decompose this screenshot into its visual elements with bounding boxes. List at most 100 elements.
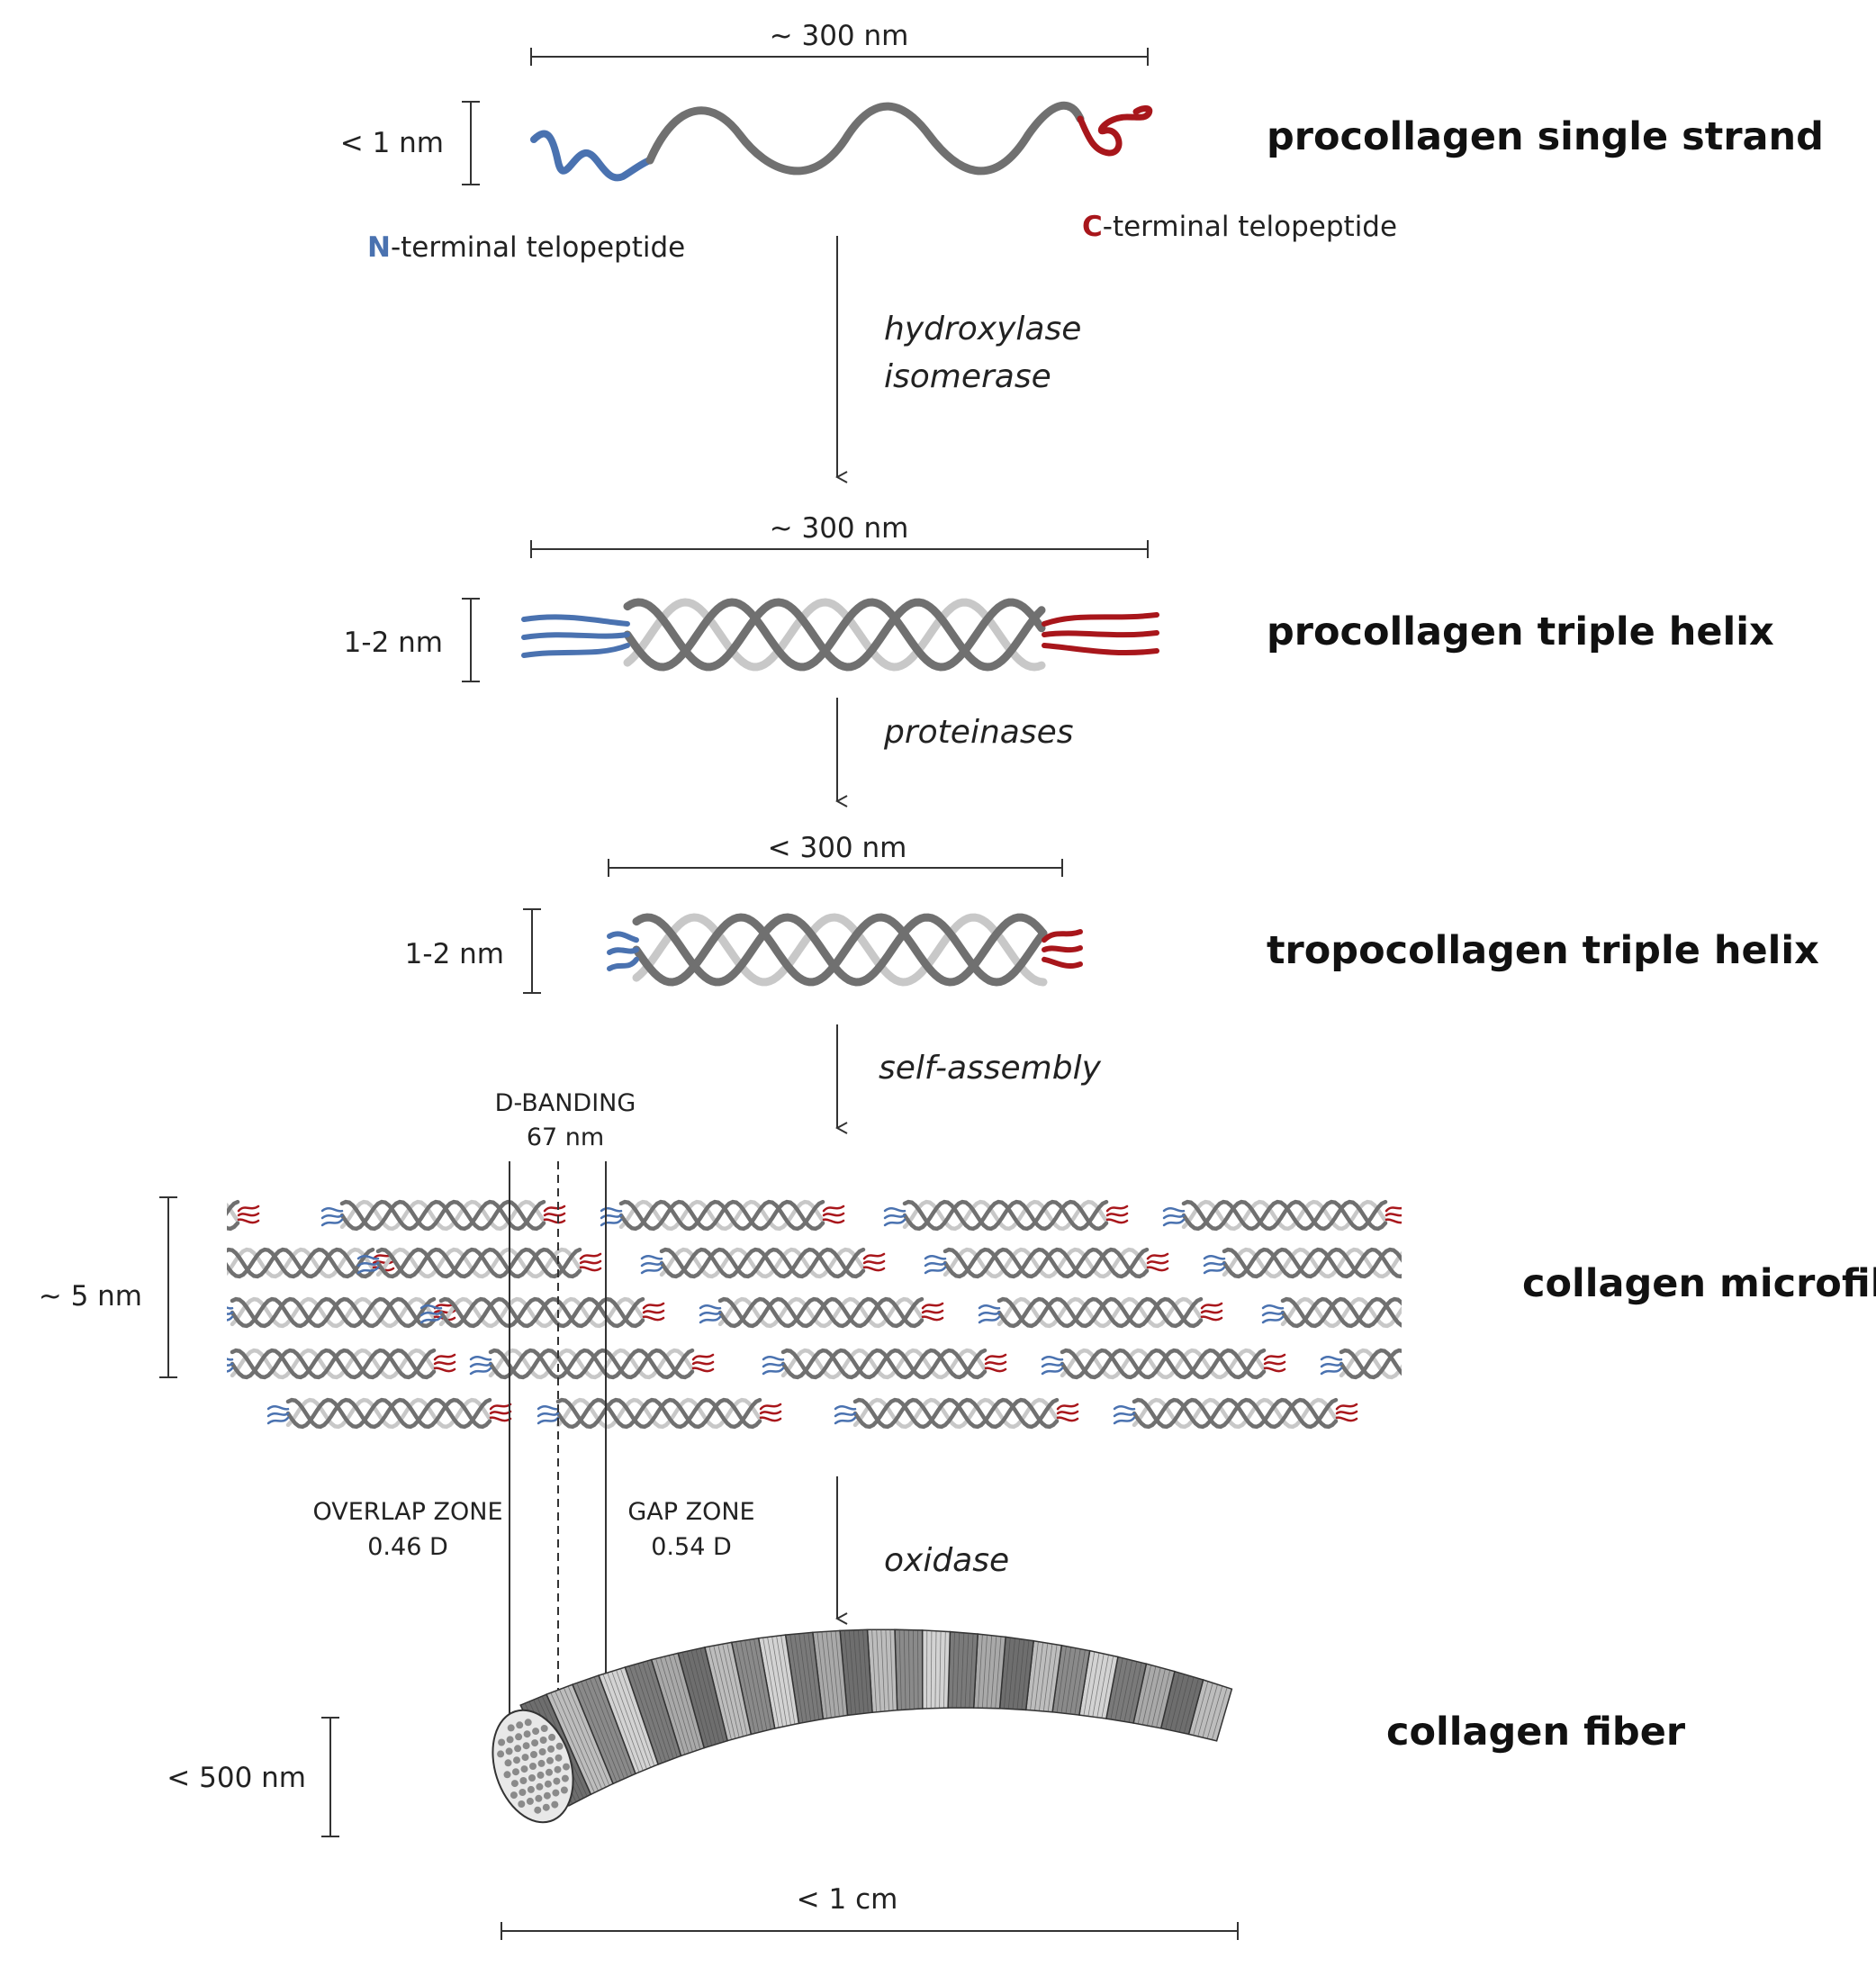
n-terminal-tail [600, 1218, 623, 1227]
fiber-segment [624, 1658, 682, 1765]
c-terminal-label: C-terminal telopeptide [1082, 211, 1397, 243]
c-terminal-tail [1263, 1360, 1286, 1366]
triple-helix [521, 598, 1159, 672]
tropocollagen-molecule [1261, 1296, 1505, 1329]
helix-strand-dark [780, 1348, 988, 1380]
tropocollagen-molecule [1320, 1348, 1402, 1380]
c-terminal-tail [237, 1212, 260, 1217]
tropocollagen-molecule [762, 1348, 1007, 1380]
helical-strand [645, 101, 1085, 176]
stage-label-fiber: collagen fiber [1386, 1710, 1686, 1755]
n-terminal-tail [699, 1315, 722, 1324]
n-terminal-tail [356, 1261, 380, 1268]
c-terminal-tail [1200, 1315, 1223, 1322]
helix-strand-dark [1060, 1348, 1267, 1380]
helix-strand-dark [780, 1348, 988, 1380]
n-terminal-tail [1041, 1356, 1064, 1361]
helix-strand-dark [623, 598, 1046, 672]
c-terminal-tail [984, 1360, 1007, 1366]
c-terminal-tail [1427, 1254, 1447, 1259]
n-terminal-tail [1320, 1367, 1343, 1376]
gap-zone-label: GAP ZONE [627, 1498, 754, 1526]
tropocollagen-molecule [227, 1348, 456, 1380]
n-terminal-tail [1203, 1261, 1226, 1268]
c-terminal-tail [543, 1212, 566, 1217]
helix-strand-light [438, 1296, 645, 1329]
c-terminal-tail [543, 1205, 566, 1213]
length-dimension-line [608, 859, 1063, 877]
helix-strand-light [902, 1199, 1109, 1232]
helix-strand-light [659, 1247, 866, 1279]
helix-strand-dark [488, 1348, 695, 1380]
helix-strand-light [943, 1247, 1150, 1279]
c-terminal-telopeptide [1077, 105, 1153, 157]
stage-label-microfibril: collagen microfibril [1522, 1261, 1876, 1306]
c-terminal-tail [1427, 1261, 1447, 1263]
c-terminal-tail [489, 1416, 512, 1422]
c-terminal-tail [489, 1410, 512, 1415]
n-terminal-tail [419, 1304, 443, 1310]
n-terminal-tail [320, 1207, 344, 1213]
helix-strand-light [285, 1397, 492, 1430]
n-terminal-tail [600, 1207, 623, 1213]
c-terminal-tail [579, 1259, 602, 1265]
n-terminal-tail [419, 1311, 443, 1317]
c-terminal-tail [1485, 1311, 1505, 1313]
helix-strand-dark [943, 1247, 1150, 1279]
overlap-zone-value: 0.46 D [367, 1533, 448, 1561]
helix-strand-dark [1132, 1397, 1339, 1430]
helix-strand-dark [902, 1199, 1109, 1232]
fiber-segment [998, 1636, 1035, 1711]
helix-strand-dark [852, 1397, 1060, 1430]
helix-strand-light [227, 1247, 375, 1279]
n-terminal-tail [16, 1208, 36, 1211]
tropocollagen-molecule [1162, 1199, 1402, 1232]
stage-label-single-strand: procollagen single strand [1267, 114, 1824, 159]
c-terminal-tail [822, 1205, 845, 1213]
helix-strand-light [230, 1348, 437, 1380]
n-terminal-tail [266, 1405, 290, 1411]
helix-strand-dark [488, 1348, 695, 1380]
n-terminal-tail [978, 1304, 1001, 1310]
c-terminal-tail [1384, 1206, 1402, 1213]
fiber-segment [947, 1630, 979, 1709]
helix-strand-light [1339, 1348, 1402, 1380]
c-terminal-tail [1042, 643, 1159, 656]
enzyme-self-assembly: self-assembly [879, 1050, 1102, 1087]
helix-strand-dark [717, 1296, 924, 1329]
helix-strand-dark [227, 1247, 375, 1279]
overlap-zone-label: OVERLAP ZONE [312, 1498, 502, 1526]
n-terminal-tail [1162, 1207, 1186, 1213]
helix-strand-dark [1060, 1348, 1267, 1380]
n-terminal-tail [699, 1311, 722, 1317]
stage-fiber: < 500 nm < 1 cm collagen fiber [167, 1629, 1686, 1940]
c-terminal-tail [579, 1252, 602, 1260]
n-terminal-tail [537, 1416, 560, 1425]
helix-strand-dark [852, 1397, 1060, 1430]
n-terminal-tail [16, 1215, 36, 1218]
helix-strand-dark [230, 1348, 437, 1380]
step-arrow-3: self-assembly [837, 1024, 1102, 1128]
c-terminal-tail [372, 1259, 395, 1265]
helix-strand-light [717, 1296, 924, 1329]
thickness-label: ~ 5 nm [39, 1280, 142, 1313]
tropocollagen-molecule [227, 1296, 456, 1329]
c-terminal-tail [1335, 1416, 1358, 1422]
c-terminal-tail [921, 1302, 944, 1310]
n-terminal-tail [883, 1218, 906, 1227]
n-terminal-telopeptide [530, 130, 654, 182]
tropocollagen-molecule [469, 1348, 715, 1380]
c-terminal-tail [433, 1360, 456, 1366]
enzyme-oxidase: oxidase [884, 1542, 1009, 1579]
c-terminal-tail [642, 1315, 665, 1322]
n-terminal-tail [607, 931, 639, 943]
helix-strand-dark [227, 1199, 240, 1217]
n-terminal-tail [1320, 1356, 1343, 1361]
c-terminal-tail [1042, 945, 1083, 953]
length-label: < 300 nm [768, 832, 907, 864]
c-terminal-tail [691, 1367, 715, 1373]
n-terminal-tail [640, 1255, 663, 1260]
c-terminal-tail [642, 1302, 665, 1310]
tropocollagen-molecule [320, 1199, 566, 1232]
thickness-dimension-line [159, 1196, 177, 1378]
